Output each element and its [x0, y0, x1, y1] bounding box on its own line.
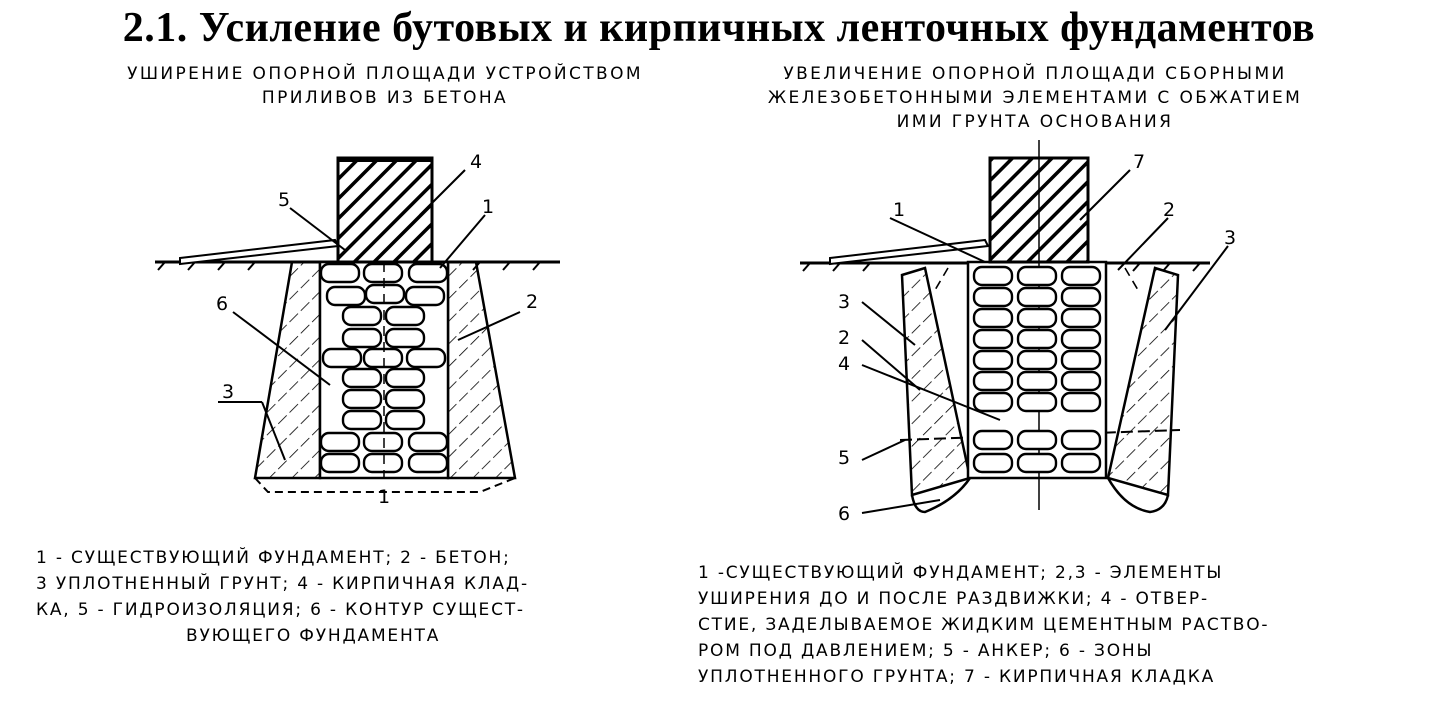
left-label-2: 2 [526, 291, 538, 313]
left-label-5: 5 [278, 189, 290, 211]
right-diagram: 7 1 2 3 3 2 4 5 6 [800, 140, 1236, 525]
right-subtitle-line: Увеличение опорной площади сборными [783, 64, 1287, 84]
left-soil-contour [254, 477, 516, 493]
right-leaders [861, 169, 1229, 514]
left-legend-line: 3 уплотненный грунт; 4 - кирпичная клад- [36, 574, 529, 594]
page-title: 2.1. Усиление бутовых и кирпичных ленточ… [122, 5, 1316, 51]
right-legend-line: ром под давлением; 5 - анкер; 6 - зоны [698, 641, 1154, 661]
right-soil-zone-right [1106, 477, 1170, 514]
left-label-4: 4 [470, 151, 482, 173]
left-legend-line: вующего фундамента [186, 626, 441, 646]
left-leaders [218, 169, 521, 461]
left-legend-line: ка, 5 - гидроизоляция; 6 - контур сущест… [36, 600, 525, 620]
left-concrete-right [446, 260, 517, 480]
right-subtitle-line: ими грунта основания [896, 112, 1174, 132]
right-label-4: 4 [838, 353, 850, 375]
right-legend-line: стие, заделываемое жидким цементным раст… [698, 615, 1270, 635]
right-legend: 1 -существующий фундамент; 2,3 - элемент… [698, 560, 1269, 690]
left-label-1-top: 1 [482, 196, 494, 218]
right-label-5: 5 [838, 447, 850, 469]
left-legend-line: 1 - существующий фундамент; 2 - бетон; [36, 548, 511, 568]
left-waterproofing [179, 238, 340, 266]
right-element-left [900, 266, 972, 497]
left-diagram: 4 5 1 6 2 3 1 [155, 151, 560, 508]
right-legend-line: уплотненного грунта; 7 - кирпичная кладк… [698, 667, 1216, 687]
left-label-6: 6 [216, 293, 228, 315]
right-label-7: 7 [1133, 151, 1145, 173]
right-label-1: 1 [893, 199, 905, 221]
right-element-right [1106, 266, 1180, 497]
left-label-3: 3 [222, 381, 234, 403]
right-label-2-left: 2 [838, 327, 850, 349]
right-subtitle-line: железобетонными элементами с обжатием [767, 88, 1303, 108]
left-subtitle-line: приливов из бетона [261, 88, 509, 108]
left-label-1-bottom: 1 [378, 486, 390, 508]
right-legend-line: 1 -существующий фундамент; 2,3 - элемент… [698, 563, 1224, 583]
right-before-positions [934, 267, 1139, 291]
left-subtitle: Уширение опорной площади устройством при… [60, 62, 710, 110]
right-subtitle: Увеличение опорной площади сборными желе… [700, 62, 1370, 134]
right-legend-line: уширения до и после раздвижки; 4 - отвер… [698, 589, 1209, 609]
right-label-2-top: 2 [1163, 199, 1175, 221]
left-subtitle-line: Уширение опорной площади устройством [127, 64, 643, 84]
left-legend: 1 - существующий фундамент; 2 - бетон; 3… [36, 545, 529, 649]
right-label-6: 6 [838, 503, 850, 525]
right-label-3-left: 3 [838, 291, 850, 313]
right-label-3-right: 3 [1224, 227, 1236, 249]
right-bricks [972, 265, 1102, 474]
left-brick-wall [336, 156, 434, 264]
